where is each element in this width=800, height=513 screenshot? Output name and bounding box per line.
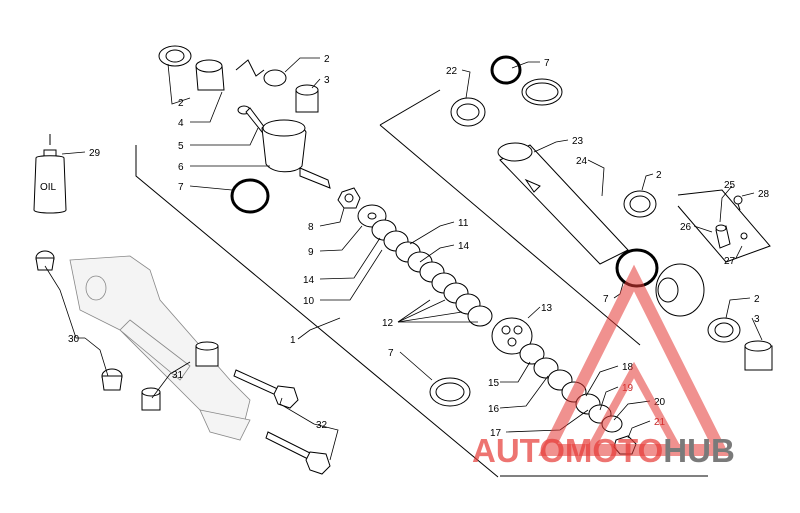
break-line <box>235 59 265 77</box>
callout-27: 27 <box>724 256 736 267</box>
valve-parts <box>715 195 748 249</box>
callout-7: 7 <box>544 58 550 69</box>
washer-stack <box>357 204 493 327</box>
bushing-part-2c <box>707 317 741 343</box>
callout-30: 30 <box>68 334 80 345</box>
oil-bottle: OIL <box>33 134 67 214</box>
nut-part-8 <box>337 187 361 209</box>
callout-14: 14 <box>303 275 315 286</box>
callout-25: 25 <box>724 180 736 191</box>
callout-24: 24 <box>576 156 588 167</box>
callout-2: 2 <box>324 54 330 65</box>
watermark: AUTOMOTOHUB <box>472 264 735 469</box>
callout-9: 9 <box>308 247 314 258</box>
callout-11: 11 <box>458 218 469 229</box>
callout-5: 5 <box>178 141 184 152</box>
watermark-text: AUTOMOTOHUB <box>472 432 735 469</box>
assembly-bracket-7 <box>379 89 641 346</box>
leader-lines <box>44 57 763 461</box>
callout-26: 26 <box>680 222 692 233</box>
bearing-part-22 <box>450 97 486 127</box>
spacer-part-3b <box>744 340 773 371</box>
watermark-brand-part2: HUB <box>663 432 735 469</box>
o-ring-7b <box>490 55 522 85</box>
piston-part-13 <box>491 317 533 355</box>
callout-7: 7 <box>388 348 394 359</box>
shock-shaft <box>237 105 331 189</box>
callout-16: 16 <box>488 404 500 415</box>
callout-29: 29 <box>89 148 101 159</box>
ring-part-7 <box>521 78 563 106</box>
callout-23: 23 <box>572 136 584 147</box>
bolt-part-32 <box>233 369 331 475</box>
callout-labels: 2 2 3 4 5 6 7 8 9 14 10 11 14 12 13 1 7 … <box>68 54 770 439</box>
callout-32: 32 <box>316 420 328 431</box>
oil-bottle-label: OIL <box>40 182 57 193</box>
callout-7: 7 <box>603 294 609 305</box>
callout-22: 22 <box>446 66 458 77</box>
callout-18: 18 <box>622 362 634 373</box>
assembly-bracket-1 <box>135 145 708 478</box>
callout-7: 7 <box>178 182 184 193</box>
o-ring-7a <box>230 178 270 214</box>
reservoir-body-23 <box>497 142 629 265</box>
spacer-part-3 <box>295 84 319 113</box>
sleeve-part <box>195 59 225 91</box>
callout-4: 4 <box>178 118 184 129</box>
callout-2: 2 <box>178 98 184 109</box>
callout-1: 1 <box>290 335 296 346</box>
callout-20: 20 <box>654 397 666 408</box>
callout-2: 2 <box>754 294 760 305</box>
seal-ring-part <box>429 377 471 407</box>
watermark-triangle-logo <box>538 264 730 456</box>
callout-31: 31 <box>172 370 184 381</box>
callout-8: 8 <box>308 222 314 233</box>
callout-14: 14 <box>458 241 470 252</box>
callout-3: 3 <box>754 314 760 325</box>
ghost-frame <box>69 255 251 441</box>
watermark-brand-part1: AUTOMOTO <box>472 432 663 469</box>
valve-group-bracket <box>677 189 771 263</box>
bushing-part-2b <box>623 190 657 218</box>
lower-eye-body <box>655 263 705 317</box>
callout-13: 13 <box>541 303 553 314</box>
callout-15: 15 <box>488 378 500 389</box>
callout-12: 12 <box>382 318 394 329</box>
callout-3: 3 <box>324 75 330 86</box>
callout-2: 2 <box>656 170 662 181</box>
callout-10: 10 <box>303 296 315 307</box>
callout-6: 6 <box>178 162 184 173</box>
callout-28: 28 <box>758 189 770 200</box>
callout-17: 17 <box>490 428 502 439</box>
bushing-part-2 <box>158 45 287 87</box>
sleeve-part-31 <box>141 341 219 411</box>
bushing-part-30 <box>35 250 123 391</box>
